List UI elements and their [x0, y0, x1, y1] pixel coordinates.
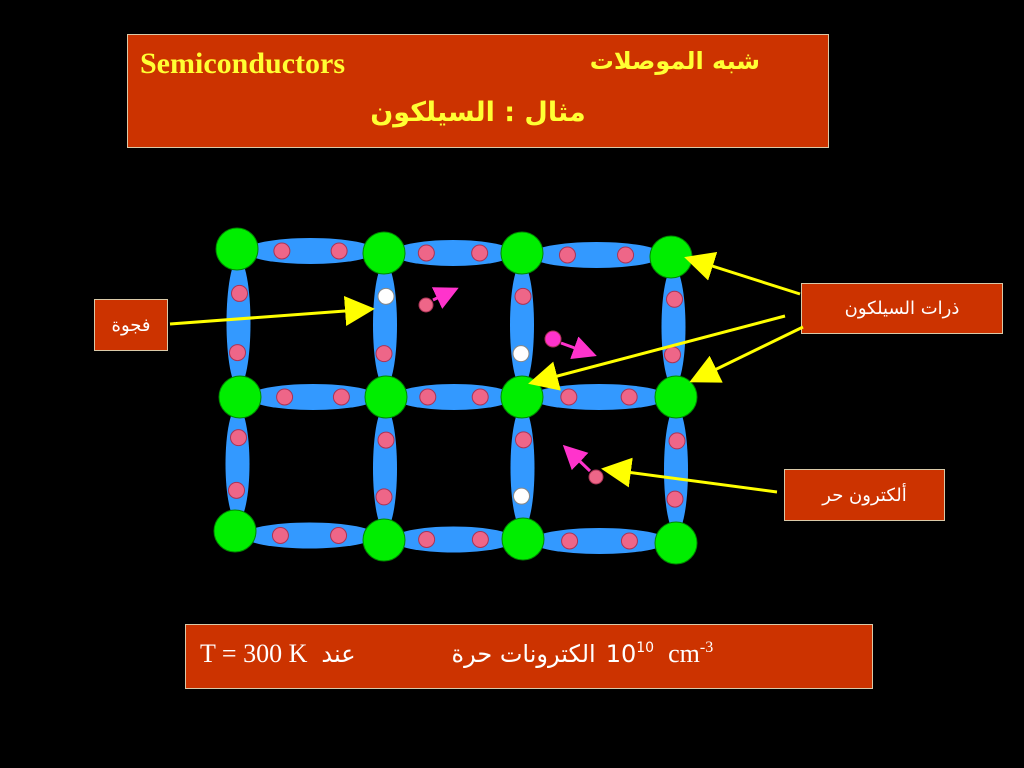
silicon-atom	[500, 231, 544, 275]
bond-electron	[231, 284, 248, 302]
free-electrons-text: الكترونات حرة	[451, 640, 596, 668]
bond-electron	[666, 490, 684, 508]
unit-exponent: -3	[699, 639, 714, 656]
unit-text: cm	[668, 639, 700, 668]
silicon-atom	[215, 227, 259, 271]
free-electron-label-box: ألكترون حر	[784, 469, 945, 521]
hole-label: فجوة	[111, 314, 151, 336]
horizontal-bond	[243, 522, 376, 549]
bond-electron	[273, 242, 291, 260]
silicon-atom	[362, 231, 406, 275]
bond-electron	[230, 429, 247, 447]
silicon-atom	[364, 375, 408, 419]
atom-pointer-arrow	[689, 325, 804, 383]
bond-electron	[666, 290, 683, 308]
horizontal-bond	[530, 242, 663, 268]
horizontal-bond	[394, 384, 514, 410]
free-electron	[544, 330, 562, 348]
bond-electron	[668, 432, 686, 450]
horizontal-bond	[392, 526, 515, 553]
free-electron-label: ألكترون حر	[822, 484, 907, 506]
hole-marker	[513, 487, 530, 505]
title-box: Semiconductors شبه الموصلات مثال : السيل…	[127, 34, 829, 148]
motion-arrow	[560, 336, 597, 360]
bond-electron	[375, 488, 393, 506]
silicon-atom	[654, 521, 698, 565]
bond-electron	[330, 527, 348, 544]
bond-electron	[620, 388, 638, 406]
bond-electron	[419, 388, 437, 406]
bond-electron	[229, 344, 246, 362]
vertical-bond	[510, 407, 535, 529]
silicon-atom	[213, 509, 257, 553]
vertical-bond	[661, 267, 686, 387]
concentration-base: 10	[605, 640, 637, 668]
free-electron-pointer-arrow	[601, 457, 778, 494]
horizontal-bond	[245, 238, 376, 264]
bond-electron	[332, 388, 350, 406]
bond-electron	[558, 246, 576, 264]
at-word: عند	[321, 640, 356, 668]
atom-pointer-arrow	[528, 314, 786, 391]
subtitle-arabic: مثال : السيلكون	[370, 97, 586, 128]
horizontal-bond	[530, 384, 668, 410]
silicon-atom	[362, 518, 406, 562]
bond-electron	[664, 346, 681, 364]
bond-electron	[617, 246, 635, 264]
bond-electron	[228, 481, 245, 499]
hole-marker	[512, 345, 530, 363]
silicon-atom	[218, 375, 262, 419]
bond-electron	[471, 531, 489, 548]
bond-electron	[514, 287, 532, 305]
bond-electron	[471, 244, 489, 262]
motion-arrow	[562, 444, 592, 473]
vertical-bond	[373, 263, 397, 387]
bond-electron	[271, 527, 289, 544]
silicon-atoms-label-box: ذرات السيلكون	[801, 283, 1003, 334]
title-arabic: شبه الموصلات	[589, 47, 760, 75]
silicon-atom	[654, 375, 698, 419]
hole-marker	[377, 287, 395, 305]
bond-electron	[330, 242, 348, 260]
bond-electron	[620, 532, 638, 550]
temperature-text: T = 300 K	[200, 639, 308, 668]
horizontal-bond	[392, 240, 514, 266]
silicon-atoms-label: ذرات السيلكون	[844, 298, 960, 319]
bond-electron	[377, 431, 395, 449]
vertical-bond	[373, 407, 397, 530]
bond-electron	[515, 431, 532, 449]
bond-electron	[418, 531, 436, 548]
horizontal-bond	[248, 384, 378, 410]
bond-electron	[471, 388, 489, 406]
hole-label-box: فجوة	[94, 299, 168, 351]
vertical-bond	[225, 407, 250, 521]
concentration-exponent: 10	[636, 640, 655, 656]
hole-pointer-arrow	[169, 296, 375, 326]
vertical-bond	[664, 407, 688, 533]
horizontal-bond	[531, 528, 668, 554]
title-english: Semiconductors	[140, 47, 345, 80]
bond-electron	[375, 345, 393, 363]
bond-electron	[561, 532, 579, 550]
bond-electron	[417, 244, 435, 262]
free-electron	[418, 297, 434, 313]
bond-electron	[276, 388, 294, 406]
vertical-bond	[226, 259, 251, 387]
atom-pointer-arrow	[684, 251, 801, 296]
silicon-atom	[649, 235, 693, 279]
motion-arrow	[431, 287, 459, 309]
silicon-atom	[501, 517, 545, 561]
bond-electron	[560, 388, 578, 406]
free-electron	[588, 469, 604, 485]
vertical-bond	[510, 263, 534, 387]
